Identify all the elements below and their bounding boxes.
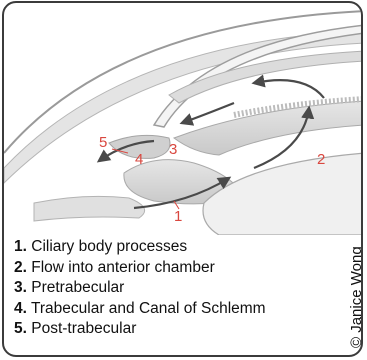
- legend-item: 1. Ciliary body processes: [14, 237, 339, 258]
- legend-item: 5. Post-trabecular: [14, 319, 339, 340]
- legend-text: Trabecular and Canal of Schlemm: [31, 300, 266, 317]
- legend-number: 1.: [14, 238, 27, 255]
- iris-tissue: [174, 101, 363, 155]
- callout-3: 3: [169, 141, 177, 158]
- legend-text: Flow into anterior chamber: [31, 259, 215, 276]
- callout-1: 1: [174, 208, 182, 225]
- lower-tissue: [34, 196, 145, 221]
- legend-text: Ciliary body processes: [31, 238, 187, 255]
- legend: 1. Ciliary body processes 2. Flow into a…: [14, 237, 339, 340]
- legend-text: Post-trabecular: [31, 320, 136, 337]
- eye-angle-illustration: 5 4 3 2 1: [4, 3, 363, 235]
- flow-arrow-angle: [182, 103, 234, 123]
- lens: [203, 153, 363, 235]
- callout-4: 4: [135, 151, 143, 168]
- legend-text: Pretrabecular: [31, 279, 124, 296]
- callout-2: 2: [317, 151, 325, 168]
- legend-number: 3.: [14, 279, 27, 296]
- legend-item: 4. Trabecular and Canal of Schlemm: [14, 299, 339, 320]
- artist-credit: © Janice Wong: [348, 246, 363, 348]
- legend-number: 4.: [14, 300, 27, 317]
- legend-item: 2. Flow into anterior chamber: [14, 258, 339, 279]
- flow-arrow-upper: [254, 80, 324, 98]
- legend-number: 5.: [14, 320, 27, 337]
- legend-item: 3. Pretrabecular: [14, 278, 339, 299]
- legend-number: 2.: [14, 259, 27, 276]
- callout-5: 5: [99, 134, 107, 151]
- figure-panel: 5 4 3 2 1 1. Ciliary body processes 2. F…: [2, 1, 363, 357]
